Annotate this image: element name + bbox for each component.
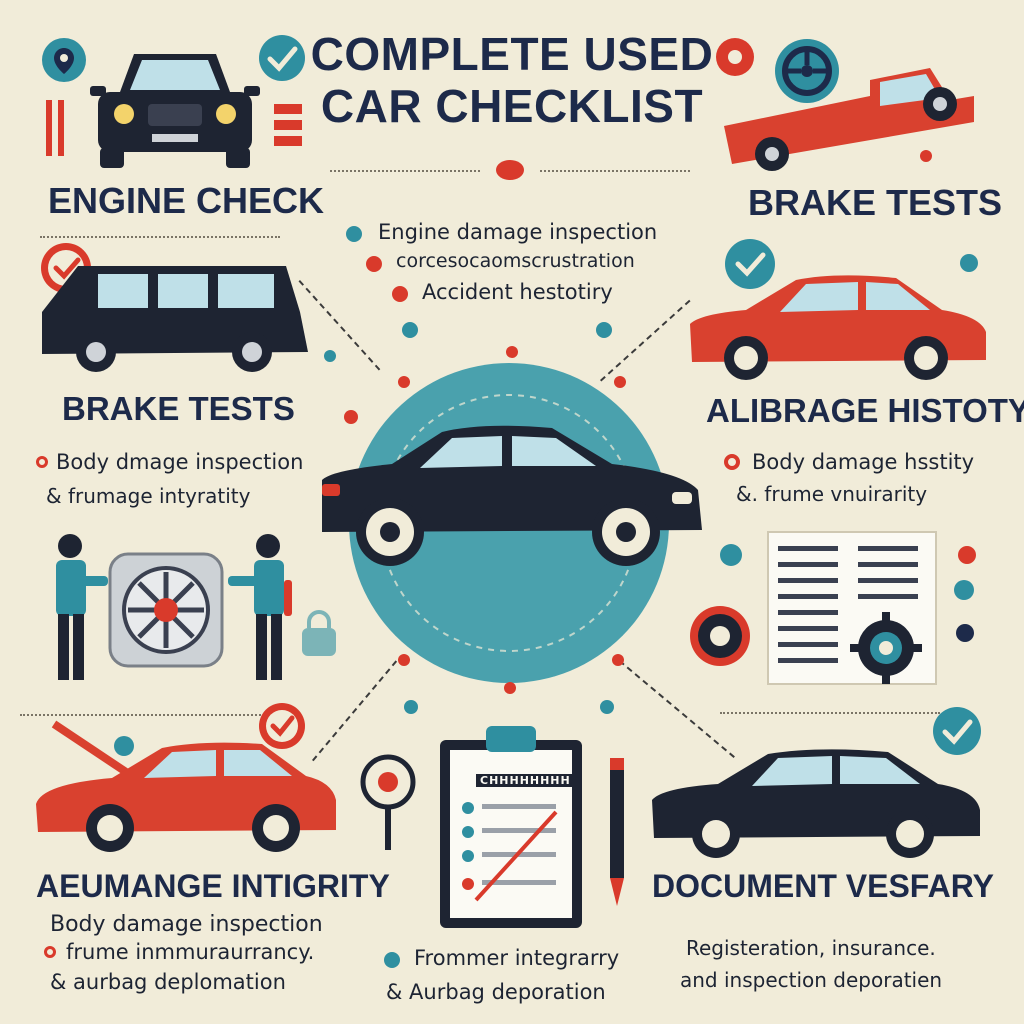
gear-icon	[848, 610, 924, 686]
map-pin-icon	[712, 34, 758, 80]
bottom-center-line-2: & Aurbag deporation	[386, 980, 606, 1004]
red-sedan-open-hood-image	[32, 720, 340, 856]
red-sedan-image	[686, 270, 990, 380]
check-icon	[930, 704, 984, 758]
bars-icon	[44, 100, 72, 156]
brake-left-line-1: Body dmage inspection	[56, 450, 304, 474]
red-pickup-image	[720, 60, 980, 176]
bullet-icon	[960, 254, 978, 272]
person-figure	[50, 530, 110, 682]
divider	[720, 712, 940, 714]
bullet-icon	[600, 700, 614, 714]
bullet-icon	[596, 322, 612, 338]
bullet-icon	[384, 952, 400, 968]
bullet-icon	[366, 256, 382, 272]
clipboard-icon	[436, 724, 586, 932]
bullet-icon	[344, 410, 358, 424]
bullet-icon	[724, 454, 740, 470]
bullet-icon	[402, 322, 418, 338]
divider	[20, 714, 280, 716]
divider	[40, 236, 280, 238]
node-dot	[506, 346, 518, 358]
bullet-icon	[324, 350, 336, 362]
brake-left-line-2: & frumage intyratity	[46, 484, 251, 508]
dark-sedan-image	[648, 744, 984, 860]
magnifier-icon	[356, 752, 420, 852]
divider	[330, 170, 480, 172]
bullet-icon	[346, 226, 362, 242]
check-icon	[256, 700, 308, 752]
bullet-icon	[920, 150, 932, 162]
title-line-2: CAR CHECKLIST	[320, 80, 704, 132]
bullet-icon	[956, 624, 974, 642]
map-pin-icon	[38, 34, 90, 86]
clipboard-header: CHHHHHHHH	[476, 774, 575, 787]
pencil-icon	[606, 758, 628, 908]
document-verify-heading: DOCUMENT VESFARY	[652, 868, 994, 904]
document-line-2: and inspection deporatien	[680, 968, 943, 992]
brake-tests-heading-right: BRAKE TESTS	[748, 182, 1003, 223]
bullet-icon	[36, 456, 48, 468]
center-list-item-1: Engine damage inspection	[378, 220, 658, 244]
bullet-icon	[958, 546, 976, 564]
node-dot	[398, 654, 410, 666]
fan-icon	[108, 550, 224, 670]
steering-wheel-icon	[772, 36, 842, 106]
bullet-icon	[392, 286, 408, 302]
car-front-image	[90, 40, 260, 170]
center-car-image	[312, 420, 708, 570]
person-figure	[224, 530, 294, 682]
center-list-item-2: corcesocaomscrustration	[396, 250, 635, 272]
bottom-center-line-1: Frommer integrarry	[414, 946, 620, 970]
alibrage-line-1: Body damage hsstity	[752, 450, 975, 474]
node-dot	[612, 654, 624, 666]
bullet-icon	[404, 700, 418, 714]
engine-check-heading: ENGINE CHECK	[48, 180, 325, 221]
brake-tests-heading-left: BRAKE TESTS	[62, 390, 295, 427]
gear-icon	[684, 600, 756, 672]
check-icon	[722, 236, 778, 292]
aeumange-line-1: Body damage inspection	[50, 912, 323, 937]
center-list-item-3: Accident hestotiry	[422, 280, 613, 304]
title-line-1: COMPLETE USED	[310, 28, 714, 80]
document-stack-icon	[270, 100, 306, 152]
alibrage-line-2: &. frume vnuirarity	[736, 482, 928, 506]
bullet-icon	[720, 544, 742, 566]
alibrage-history-heading: ALIBRAGE HISTOTY	[706, 392, 1024, 429]
node-dot	[504, 682, 516, 694]
divider	[540, 170, 690, 172]
bullet-icon	[114, 736, 134, 756]
dark-suv-image	[38, 262, 310, 372]
lock-icon	[298, 610, 340, 658]
red-oval-icon	[496, 160, 524, 180]
node-dot	[398, 376, 410, 388]
node-dot	[614, 376, 626, 388]
connector-line	[298, 280, 381, 371]
aeumange-integrity-heading: AEUMANGE INTIGRITY	[36, 868, 390, 904]
bullet-icon	[44, 946, 56, 958]
aeumange-line-2: frume inmmuraurrancy.	[66, 940, 315, 964]
page-title: COMPLETE USED CAR CHECKLIST	[300, 28, 724, 132]
aeumange-line-3: & aurbag deplomation	[50, 970, 286, 994]
check-icon	[256, 32, 308, 84]
document-line-1: Registeration, insurance.	[686, 936, 936, 960]
bullet-icon	[954, 580, 974, 600]
